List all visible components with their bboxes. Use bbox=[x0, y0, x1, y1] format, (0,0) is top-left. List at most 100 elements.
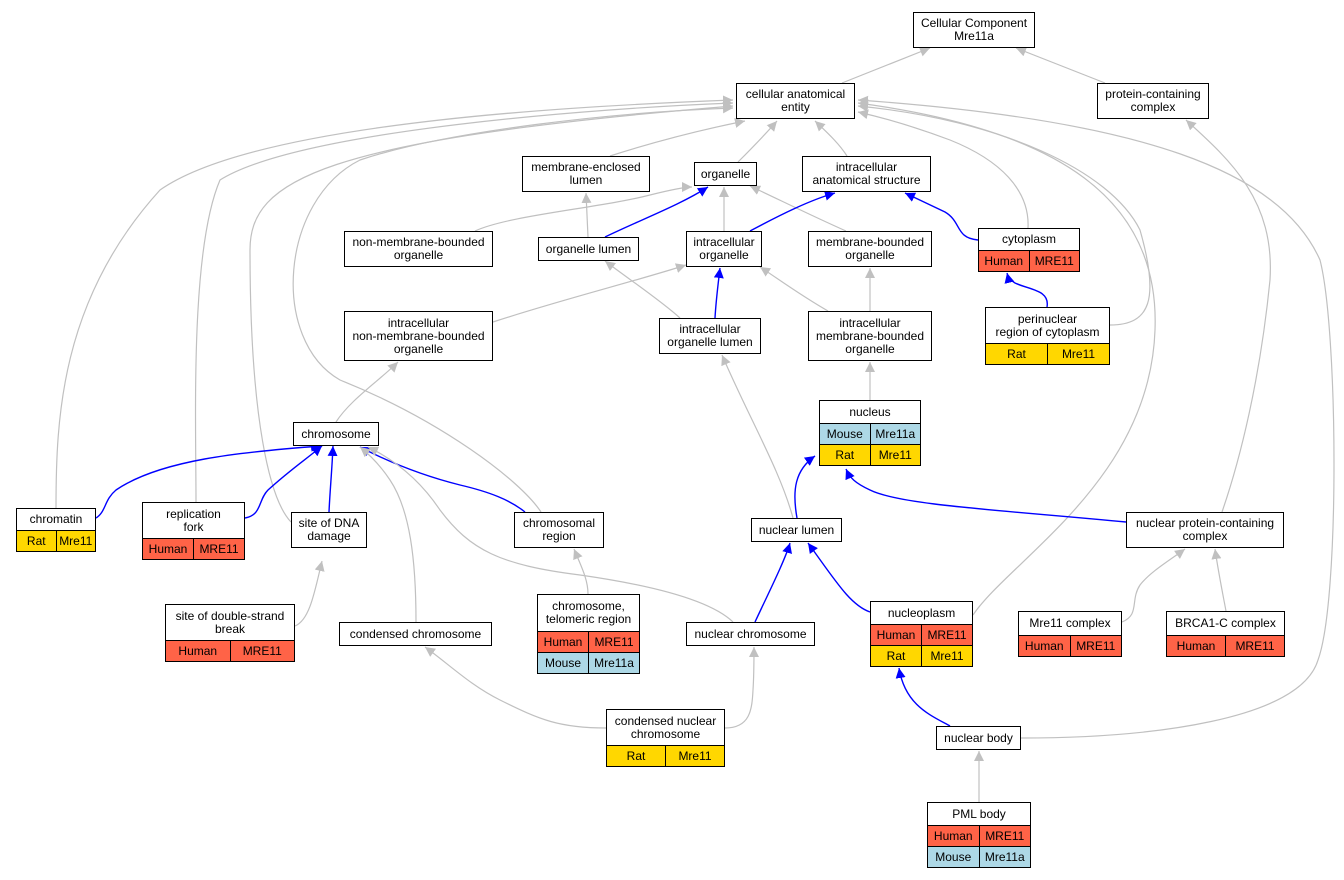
species-cell: Rat bbox=[986, 344, 1047, 364]
node-imbo[interactable]: intracellular membrane-bounded organelle bbox=[808, 311, 932, 361]
edge-imbo-to-io bbox=[759, 266, 829, 312]
node-olumen[interactable]: organelle lumen bbox=[538, 237, 639, 261]
edge-cytoplasm-to-ias bbox=[904, 192, 979, 241]
node-ias[interactable]: intracellular anatomical structure bbox=[802, 156, 931, 192]
node-mbo[interactable]: membrane-bounded organelle bbox=[808, 231, 932, 267]
edge-nucleoplasm-to-nlumen bbox=[807, 542, 871, 613]
edge-cnchrom-to-nchrom bbox=[724, 646, 759, 729]
gene-cell: MRE11 bbox=[1028, 251, 1079, 271]
node-io[interactable]: intracellular organelle bbox=[686, 231, 762, 267]
node-label: membrane-enclosed lumen bbox=[531, 160, 641, 187]
node-label: intracellular anatomical structure bbox=[812, 160, 921, 187]
node-sdd[interactable]: site of DNA damage bbox=[291, 512, 367, 548]
species-cell: Rat bbox=[17, 531, 56, 551]
gene-cell: MRE11 bbox=[588, 632, 639, 652]
node-nmbo[interactable]: non-membrane-bounded organelle bbox=[344, 231, 493, 267]
gene-cell: Mre11 bbox=[921, 646, 972, 666]
node-label: nuclear body bbox=[944, 730, 1013, 745]
node-label: BRCA1-C complex bbox=[1175, 616, 1276, 630]
node-chromreg[interactable]: chromosomal region bbox=[514, 512, 604, 548]
species-cell: Mouse bbox=[538, 653, 588, 673]
species-cell: Human bbox=[1019, 636, 1070, 656]
node-label: replication fork bbox=[166, 506, 221, 534]
node-label: cytoplasm bbox=[1001, 232, 1057, 246]
node-label: organelle bbox=[700, 166, 751, 181]
node-label: PML body bbox=[952, 806, 1006, 821]
node-condchrom[interactable]: condensed chromosome bbox=[339, 622, 492, 646]
edge-chromatin-to-chromosome bbox=[95, 441, 322, 519]
edge-nbody-to-cae bbox=[857, 95, 1335, 739]
gene-cell: Mre11a bbox=[978, 847, 1030, 867]
edge-nchrom-to-chromosome bbox=[367, 446, 734, 623]
edge-perinuc-to-cae bbox=[857, 102, 1151, 326]
edge-mel-to-cae bbox=[609, 118, 746, 157]
species-cell: Human bbox=[1167, 636, 1225, 656]
node-label: intracellular organelle bbox=[693, 235, 755, 262]
node-pcc[interactable]: protein-containing complex bbox=[1097, 83, 1209, 119]
node-label: protein-containing complex bbox=[1105, 87, 1201, 114]
node-chromosome[interactable]: chromosome bbox=[293, 422, 379, 446]
edge-cnchrom-to-condchrom bbox=[424, 646, 607, 729]
edge-npcc-to-pcc bbox=[1185, 119, 1271, 513]
edge-nchrom-to-nlumen bbox=[754, 542, 792, 623]
gene-cell: Mre11a bbox=[869, 424, 920, 444]
edge-perinuc-to-cytoplasm bbox=[1004, 272, 1048, 308]
edge-organelle-to-cae bbox=[737, 120, 778, 163]
gene-cell: Mre11 bbox=[665, 746, 724, 766]
species-cell: Human bbox=[871, 625, 921, 645]
node-label: non-membrane-bounded organelle bbox=[352, 235, 485, 262]
node-label: nuclear chromosome bbox=[694, 626, 807, 641]
node-label: organelle lumen bbox=[545, 241, 632, 256]
node-nchrom[interactable]: nuclear chromosome bbox=[686, 622, 815, 646]
node-label: intracellular organelle lumen bbox=[667, 322, 753, 349]
edge-repfork-to-chromosome bbox=[244, 445, 323, 519]
edge-ias-to-cae bbox=[814, 120, 848, 157]
node-label: intracellular non-membrane-bounded organ… bbox=[352, 315, 485, 356]
node-label: nuclear lumen bbox=[758, 522, 835, 537]
node-label: chromosome bbox=[301, 426, 371, 441]
edge-telo-to-chromreg bbox=[573, 548, 589, 595]
node-npcc[interactable]: nuclear protein-containing complex bbox=[1126, 512, 1284, 548]
node-nbody[interactable]: nuclear body bbox=[936, 726, 1021, 750]
edge-chromosome-to-inmbo bbox=[335, 361, 399, 423]
node-nlumen[interactable]: nuclear lumen bbox=[751, 518, 842, 542]
node-organelle[interactable]: organelle bbox=[694, 162, 757, 186]
gene-cell: Mre11 bbox=[1047, 344, 1109, 364]
edge-brca1c-to-npcc bbox=[1211, 548, 1227, 612]
edge-chromreg-to-chromosome bbox=[359, 446, 526, 513]
gene-cell: Mre11a bbox=[588, 653, 639, 673]
node-inmbo[interactable]: intracellular non-membrane-bounded organ… bbox=[344, 311, 493, 361]
gene-cell: MRE11 bbox=[1069, 636, 1121, 656]
edge-nlumen-to-nucleus bbox=[794, 455, 816, 519]
node-mel[interactable]: membrane-enclosed lumen bbox=[522, 156, 650, 192]
node-label: site of DNA damage bbox=[298, 516, 360, 543]
species-cell: Rat bbox=[607, 746, 665, 766]
edge-pcc-to-root bbox=[1015, 47, 1106, 84]
edge-olumen-to-mel bbox=[581, 192, 592, 238]
edge-condchrom-to-chromosome bbox=[359, 446, 417, 623]
node-root[interactable]: Cellular Component Mre11a bbox=[913, 12, 1035, 48]
species-cell: Rat bbox=[820, 445, 870, 465]
edge-chromreg-to-cae bbox=[292, 103, 734, 513]
node-iol[interactable]: intracellular organelle lumen bbox=[659, 318, 761, 354]
node-cae[interactable]: cellular anatomical entity bbox=[736, 83, 855, 119]
